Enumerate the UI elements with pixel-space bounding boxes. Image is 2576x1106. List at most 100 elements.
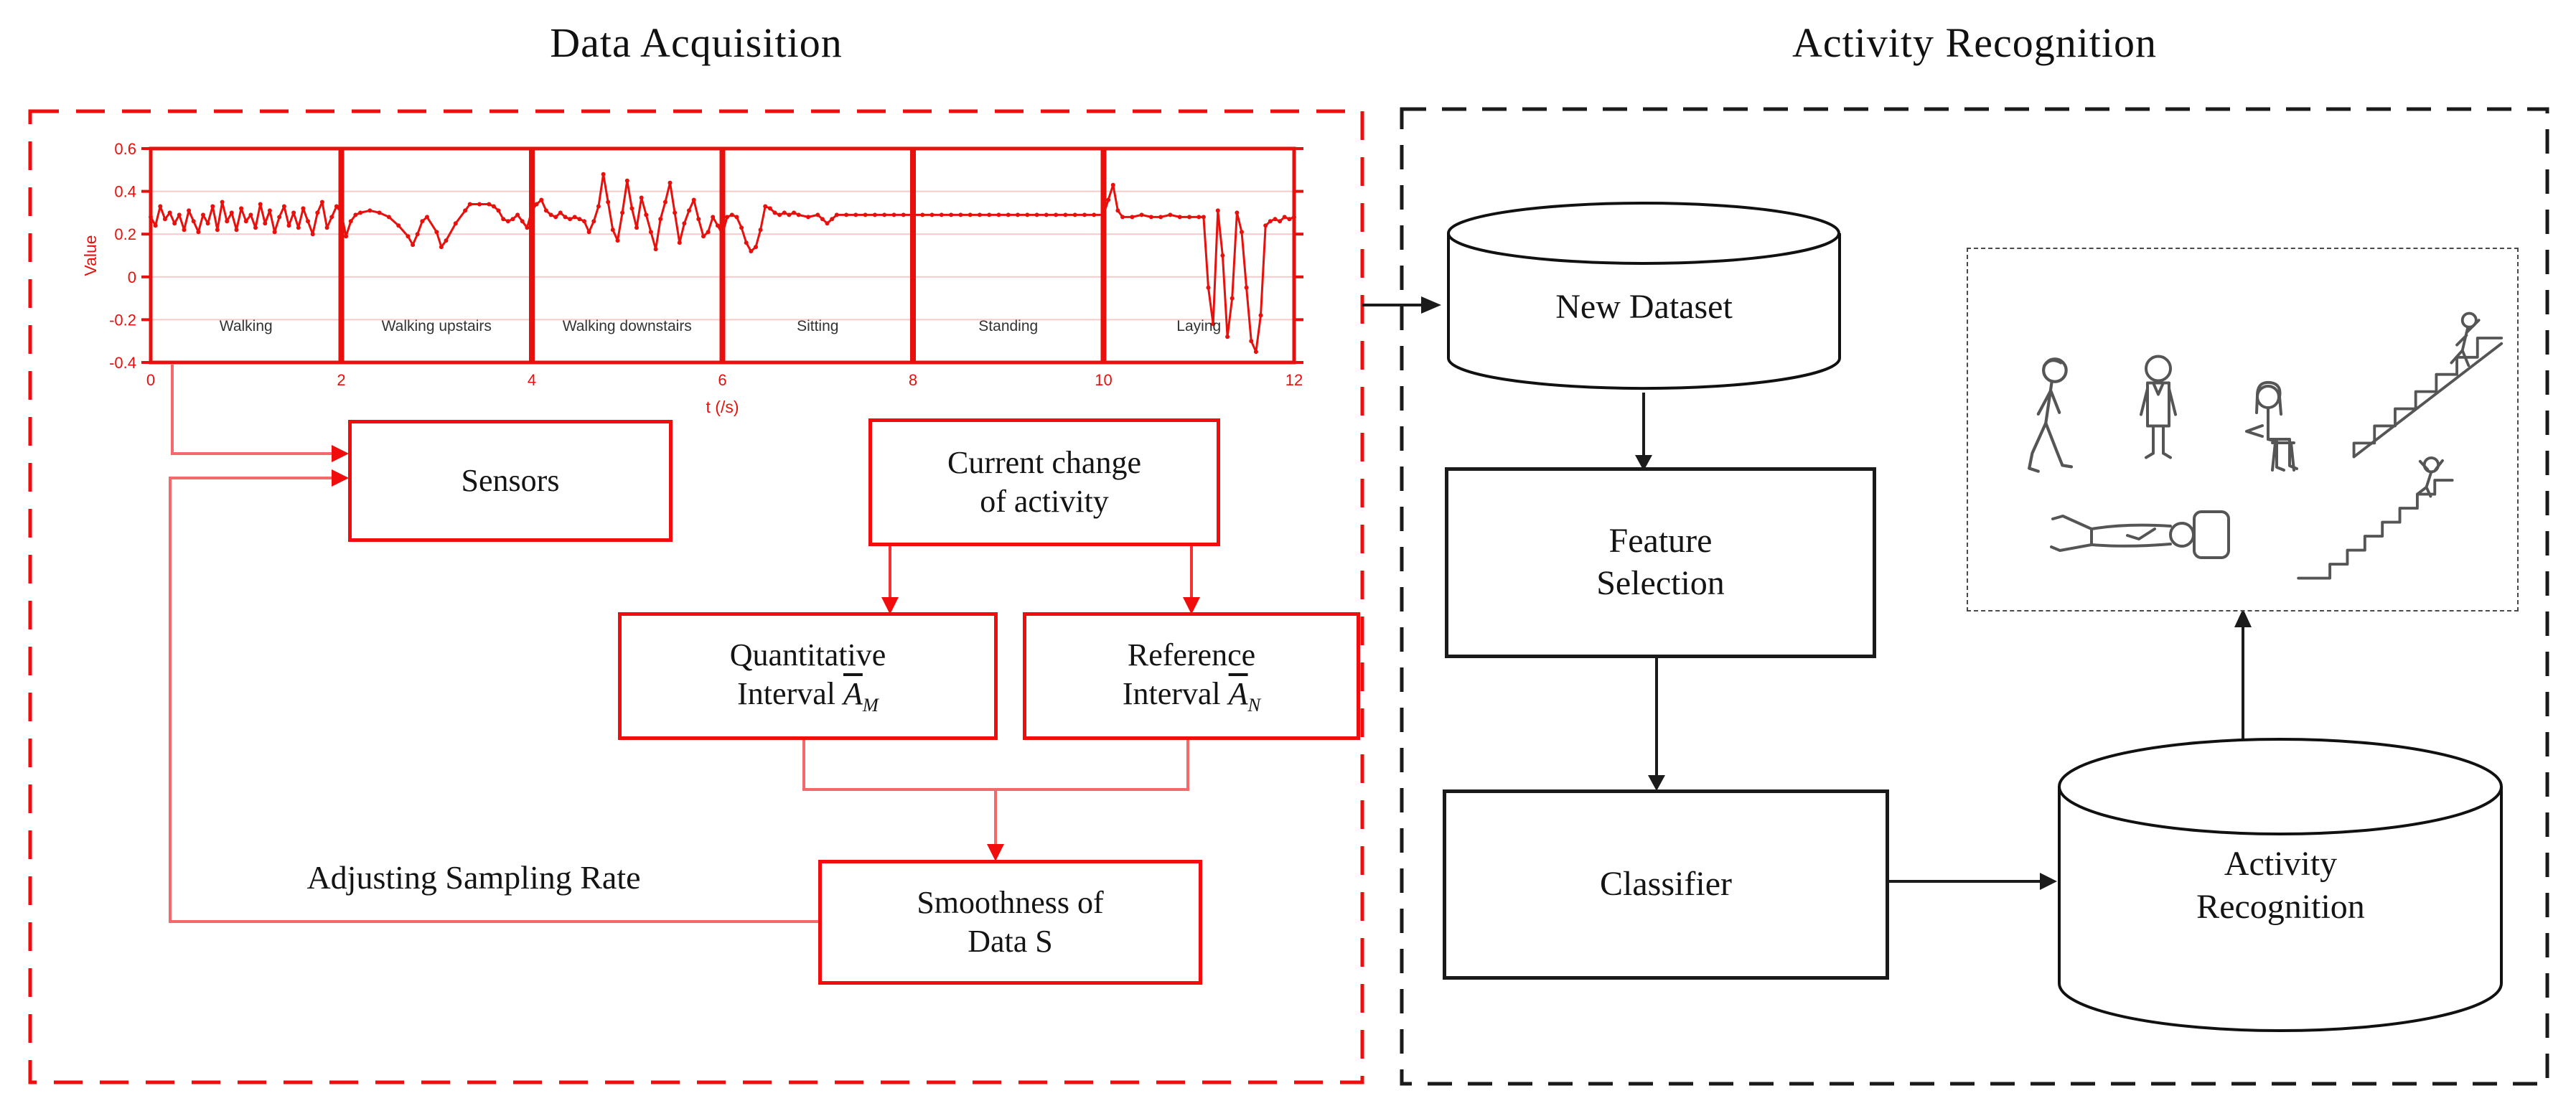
- signal-point: [668, 180, 673, 185]
- signal-point: [853, 212, 858, 217]
- signal-point: [1016, 212, 1020, 217]
- signal-point: [1196, 215, 1202, 220]
- signal-point: [286, 223, 291, 228]
- signal-point: [172, 221, 177, 226]
- x-tick-label: 2: [337, 371, 345, 389]
- activity-recognition-line2: Recognition: [2196, 888, 2365, 926]
- signal-point: [158, 204, 163, 209]
- signal-point: [610, 228, 615, 233]
- signal-point: [882, 212, 887, 217]
- signal-point: [1206, 285, 1211, 290]
- signal-point: [620, 210, 625, 215]
- walking-figure-icon: [2028, 357, 2074, 473]
- signal-point: [782, 210, 787, 215]
- arrowhead-into-sensors-2: [332, 469, 349, 487]
- signal-point: [1177, 215, 1182, 220]
- signal-point: [487, 202, 492, 207]
- signal-point: [463, 208, 468, 213]
- reference-line1: Reference: [1127, 637, 1256, 673]
- signal-point: [792, 210, 797, 215]
- signal-point: [1168, 212, 1173, 217]
- signal-point: [577, 217, 582, 222]
- signal-point: [1139, 212, 1144, 217]
- feature-selection-line2: Selection: [1596, 564, 1725, 602]
- signal-point: [606, 200, 611, 205]
- signal-point: [453, 221, 458, 226]
- signal-point: [425, 215, 429, 220]
- x-tick-label: 0: [146, 371, 155, 389]
- classifier-box: Classifier: [1443, 789, 1889, 980]
- signal-point: [525, 225, 530, 230]
- signal-point: [234, 228, 239, 233]
- signal-point: [215, 228, 220, 233]
- signal-point: [1235, 210, 1240, 215]
- signal-point: [1044, 212, 1049, 217]
- y-tick-label: 0.4: [114, 183, 136, 201]
- segment-activity-label: Walking: [220, 318, 273, 334]
- signal-point: [586, 230, 591, 235]
- signal-line: [149, 173, 1296, 353]
- signal-point: [958, 212, 963, 217]
- signal-point: [253, 225, 258, 230]
- quantitative-line1: Quantitative: [729, 637, 886, 673]
- signal-point: [444, 238, 449, 243]
- walking-upstairs-figure-icon: [2352, 311, 2504, 459]
- signal-point: [420, 219, 425, 224]
- signal-point: [205, 221, 210, 226]
- signal-point: [977, 212, 982, 217]
- signal-point: [1287, 217, 1292, 222]
- signal-point: [510, 217, 515, 222]
- signal-point: [725, 215, 730, 220]
- signal-point: [673, 210, 678, 215]
- x-axis-title: t (/s): [706, 398, 739, 416]
- signal-point: [182, 228, 187, 233]
- signal-point: [687, 208, 691, 213]
- signal-point: [344, 234, 349, 239]
- signal-point: [220, 200, 225, 205]
- signal-point: [758, 228, 763, 233]
- y-tick-label: 0.6: [114, 140, 136, 158]
- signal-point: [501, 217, 506, 222]
- signal-point: [749, 249, 754, 253]
- signal-point: [306, 219, 310, 224]
- signal-point: [615, 238, 620, 243]
- signal-point: [515, 212, 520, 217]
- reference-subscript: N: [1247, 693, 1261, 716]
- signal-point: [477, 202, 482, 207]
- signal-point: [162, 217, 167, 222]
- signal-point: [353, 212, 358, 217]
- signal-point: [201, 212, 205, 217]
- arrowhead-into-classifier: [1648, 775, 1665, 791]
- signal-point: [243, 219, 248, 224]
- activity-recognition-line1: Activity: [2224, 845, 2338, 883]
- signal-point: [543, 208, 548, 213]
- signal-point: [1230, 296, 1235, 301]
- y-tick-label: -0.4: [109, 354, 136, 372]
- signal-point: [310, 232, 315, 237]
- signal-point: [582, 219, 586, 224]
- current-change-box: Current change of activity: [868, 418, 1220, 546]
- activity-recognition-label: Activity Recognition: [2056, 843, 2505, 929]
- signal-point: [929, 212, 935, 217]
- chart-to-sensors-line: [171, 365, 333, 455]
- signal-point: [1273, 217, 1278, 222]
- reference-symbol: A: [1228, 675, 1248, 711]
- signal-point: [149, 215, 153, 220]
- signal-point: [1025, 212, 1030, 217]
- signal-point: [662, 200, 668, 205]
- signal-point: [682, 221, 687, 226]
- signal-point: [467, 202, 472, 207]
- right-panel-title: Activity Recognition: [1792, 19, 2158, 66]
- signal-point: [996, 212, 1001, 217]
- signal-point: [1034, 212, 1039, 217]
- signal-point: [258, 202, 263, 207]
- signal-point: [863, 212, 868, 217]
- signal-point: [406, 234, 411, 239]
- y-tick-label: 0: [128, 268, 136, 286]
- x-tick-label: 8: [909, 371, 917, 389]
- signal-point: [696, 217, 701, 222]
- signal-point: [744, 240, 749, 245]
- signal-point: [624, 178, 629, 183]
- signal-point: [1130, 215, 1135, 220]
